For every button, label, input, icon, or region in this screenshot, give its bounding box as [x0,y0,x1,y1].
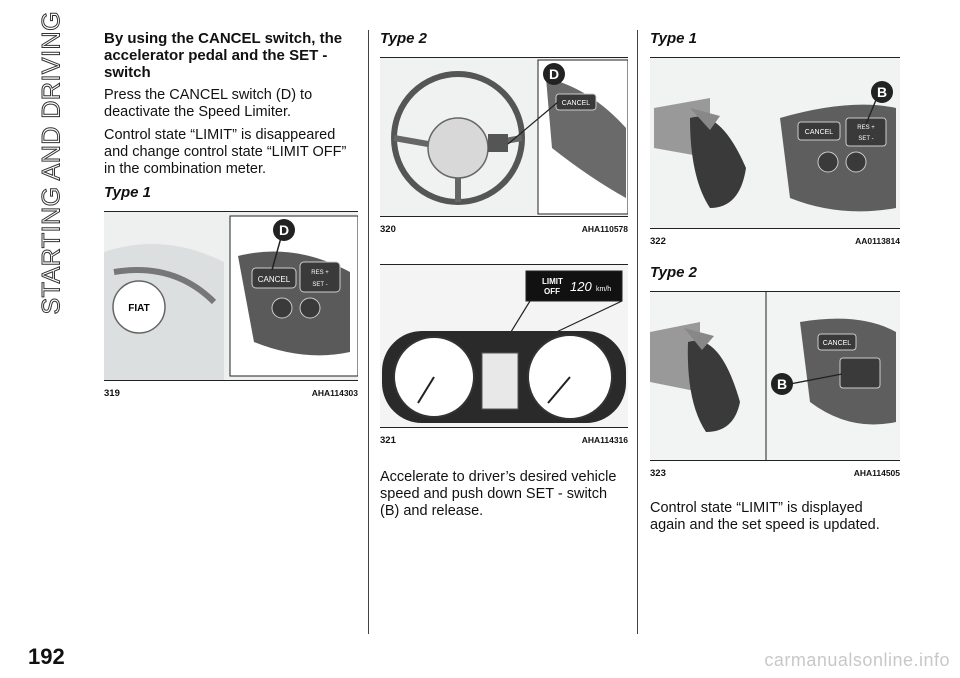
paragraph: Control state “LIMIT” is displayed again… [650,500,880,533]
paragraph: Press the CANCEL switch (D) to deactivat… [104,87,313,120]
svg-text:B: B [777,376,787,392]
figure-code: AHA114316 [581,435,628,445]
set-switch-illustration: CANCEL RES + SET - B [650,58,900,228]
res-label: RES + [311,270,329,276]
figure-number: 320 [380,224,396,235]
svg-text:B: B [877,84,887,100]
type-label: Type 2 [650,264,697,281]
figure-code: AHA114505 [853,468,900,478]
section-heading: By using the CANCEL switch, the accelera… [104,30,343,81]
figure-321: LIMIT OFF 120 km/h [380,264,628,428]
figure-number: 323 [650,468,666,479]
type-label: Type 1 [104,184,151,201]
figure-319: FIAT CANCEL RES + SET - D [104,211,358,381]
figure-caption: 319 AHA114303 [104,385,358,402]
column-divider [637,30,638,634]
steering-wheel-illustration: CANCEL D [380,58,628,216]
set-label: SET - [858,136,873,142]
figure-323: CANCEL B [650,291,900,461]
callout-d-icon [543,63,565,85]
callout-b-icon [871,81,893,103]
cancel-label: CANCEL [805,129,834,136]
sidebar-section-title: STARTING AND DRIVING [37,10,66,315]
figure-code: AHA114303 [311,388,358,398]
figure-number: 319 [104,388,120,399]
figure-320: CANCEL D [380,57,628,217]
column-2: Type 2 CANCEL D 320 AHA110578 LIMIT OFF … [380,30,628,526]
svg-text:FIAT: FIAT [128,303,149,314]
figure-caption: 323 AHA114505 [650,465,900,482]
res-label: RES + [857,125,875,131]
figure-number: 321 [380,435,396,446]
figure-caption: 320 AHA110578 [380,221,628,238]
figure-code: AA0113814 [855,236,900,246]
figure-caption: 321 AHA114316 [380,432,628,449]
column-3: Type 1 CANCEL RES + SET - B 322 AA011381… [650,30,900,540]
figure-code: AHA110578 [581,224,628,234]
callout-b-icon [771,373,793,395]
svg-text:D: D [279,222,289,238]
cancel-label: CANCEL [823,340,852,347]
instrument-cluster-illustration: LIMIT OFF 120 km/h [380,265,628,427]
figure-322: CANCEL RES + SET - B [650,57,900,229]
cancel-label: CANCEL [562,100,591,107]
callout-d-icon [273,219,295,241]
svg-text:D: D [549,66,559,82]
column-1: By using the CANCEL switch, the accelera… [104,30,358,402]
figure-caption: 322 AA0113814 [650,233,900,250]
steering-switch-illustration: FIAT CANCEL RES + SET - D [104,212,358,380]
lcd-speed: 120 [570,279,592,294]
paragraph: Accelerate to driver’s desired vehicle s… [380,469,617,519]
figure-number: 322 [650,236,666,247]
lcd-off: OFF [544,287,560,296]
watermark-text: carmanualsonline.info [764,650,950,670]
column-divider [368,30,369,634]
lcd-unit: km/h [596,286,611,293]
lcd-limit: LIMIT [542,277,563,286]
set-label: SET - [312,282,327,288]
type-label: Type 2 [380,30,427,47]
cancel-label: CANCEL [258,275,291,284]
paragraph: Control state “LIMIT” is disappeared and… [104,127,347,177]
type-label: Type 1 [650,30,697,47]
page-number: 192 [28,644,65,669]
set-switch-illustration-2: CANCEL B [650,292,900,460]
